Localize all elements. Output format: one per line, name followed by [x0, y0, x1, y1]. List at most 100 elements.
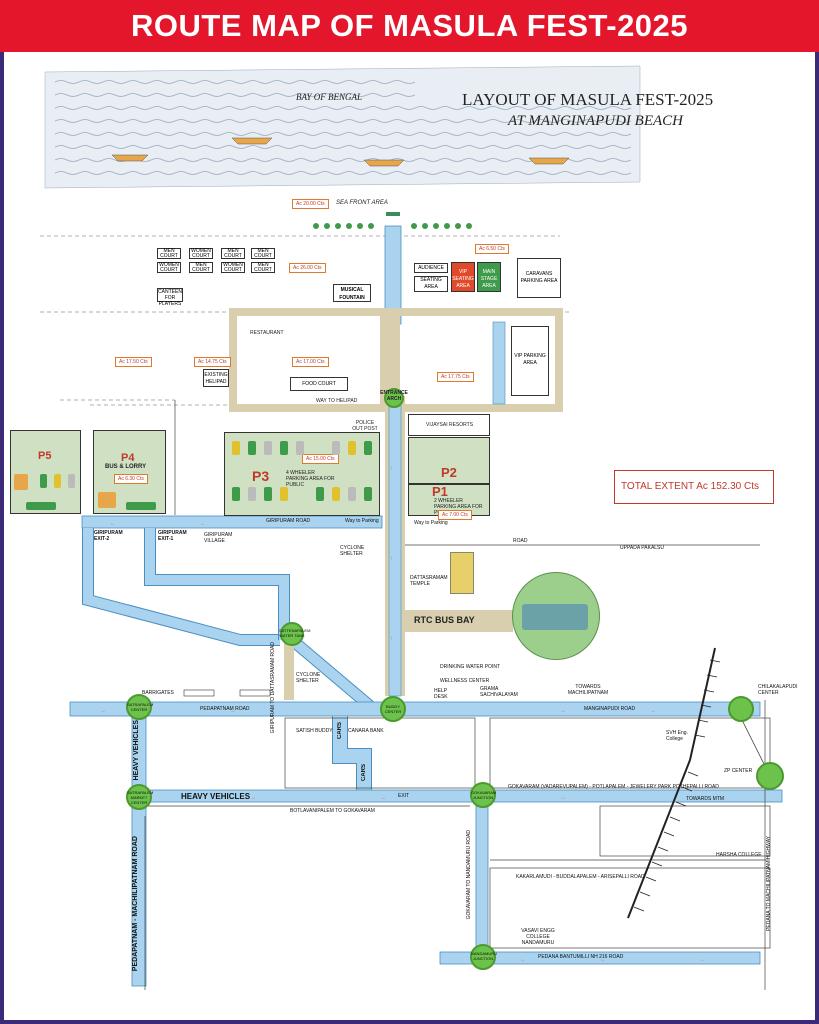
musical-fountain-box: MUSICAL FOUNTAIN [333, 284, 371, 302]
helipad-box: EXISTING HELIPAD [203, 369, 229, 387]
road-label: ROAD [513, 538, 528, 544]
chilakalapudi-label: CHILAKALAPUDI CENTER [758, 684, 798, 696]
junction-gokavaram[interactable] [470, 782, 496, 808]
kakarlamudi-label: KAKARLAMUDI - BUDDALAPALEM - ARISEPALLI … [516, 874, 645, 880]
exit-label: EXIT [398, 793, 410, 799]
rtc-bus-bay-label: RTC BUS BAY [414, 615, 475, 625]
layout-title: LAYOUT OF MASULA FEST-2025 [462, 90, 714, 109]
svg-text:→: → [250, 795, 256, 801]
junction-zp-center[interactable] [756, 762, 784, 790]
harsha-college-label: HARSHA COLLEGE [716, 852, 762, 858]
vijaysai-label: VIJAYSAI RESORTS [426, 422, 474, 428]
p3-desc: 4 WHEELER PARKING AREA FOR PUBLIC [286, 470, 335, 488]
car-icon [40, 474, 47, 488]
svh-college-label: SVH Eng. College [666, 730, 688, 742]
junction-satrapalem-market[interactable] [126, 784, 152, 810]
sea-label: BAY OF BENGAL [296, 92, 363, 102]
p5-label: P5 [38, 450, 52, 462]
area-badge: Ac 6.30 Cts [114, 474, 148, 484]
pedapatnam-road-label: PEDAPATNAM ROAD [200, 706, 250, 712]
area-badge: Ac 17.00 Cts [292, 357, 329, 367]
svg-text:↑: ↑ [390, 556, 393, 562]
svg-text:→: → [650, 708, 656, 714]
giripuram-dattasramam-label: GIRIPURAM TO DATTASRAMAM ROAD [270, 642, 276, 734]
area-badge: Ac 15.00 Cts [302, 454, 339, 464]
page-title: ROUTE MAP OF MASULA FEST-2025 [0, 0, 819, 52]
canara-bank-label: CANARA BANK [348, 728, 384, 734]
court: WOMEN COURT [189, 248, 213, 259]
p2-label: P2 [441, 465, 457, 480]
area-badge: Ac 7.00 Cts [438, 510, 472, 520]
bus-icon [126, 502, 156, 510]
lorry-icon [14, 474, 28, 490]
heavy-vehicles-label: HEAVY VEHICLES [133, 720, 140, 781]
junction-label: BUDDY CENTER [384, 704, 402, 714]
entrance-arch-marker [384, 388, 404, 408]
way-to-helipad-label: WAY TO HELIPAD [316, 398, 358, 404]
towards-machilipatnam-label: TOWARDS MACHILIPATNAM [567, 684, 609, 696]
junction-sattenapalem[interactable] [280, 622, 304, 646]
p4-label: P4 [121, 452, 135, 464]
cars-label: CARS [337, 722, 343, 740]
temple-icon [450, 552, 474, 594]
court: MEN COURT [189, 262, 213, 273]
court: MEN COURT [251, 248, 275, 259]
bus-depot-image [522, 604, 588, 630]
junction-nandamuru[interactable] [470, 944, 496, 970]
junction-chilakalapudi[interactable] [728, 696, 754, 722]
vip-seating-box: VIP SEATING AREA [451, 262, 475, 292]
vip-parking-box: VIP PARKING AREA [511, 326, 549, 396]
seating-box: SEATING AREA [414, 276, 448, 292]
junction-label: SATRAPALEM CENTER [127, 702, 154, 712]
railway-track [627, 647, 716, 919]
exit-1-label: GIRIPURAM EXIT-1 [158, 530, 187, 542]
towards-mtm-label: TOWARDS MTM [686, 796, 725, 802]
bus-icon [26, 502, 56, 510]
restaurant-label: RESTAURANT [250, 330, 284, 336]
drinking-water-label: DRINKING WATER POINT [440, 664, 500, 670]
junction-label: SATTENAPALEM WATER TANK [279, 628, 311, 638]
help-desk-label: HELP DESK [434, 688, 448, 700]
grama-label: GRAMA SACHIVALAYAM [480, 686, 518, 698]
junction-buddy[interactable] [380, 696, 406, 722]
vijaysai-area [408, 414, 490, 436]
lorry-icon [98, 492, 116, 508]
giripuram-village-label: GIRIPURAM VILLAGE [204, 532, 233, 544]
court: MEN COURT [157, 248, 181, 259]
gokavaram-nandamuru-label: GOKAVARAM TO NANDAMURU ROAD [466, 830, 472, 920]
sea-waves [54, 80, 632, 175]
caravan-box: CARAVANS PARKING AREA [517, 258, 561, 298]
junction-label: NANDAMURU JUNCTION [471, 951, 497, 961]
tree-icons [313, 223, 472, 229]
area-badge: Ac 14.75 Cts [194, 357, 231, 367]
area-badge: Ac 6.50 Cts [475, 244, 509, 254]
svg-text:→: → [300, 521, 306, 527]
car-icon [54, 474, 61, 488]
svg-text:→: → [560, 795, 566, 801]
cyclone-shelter-label: CYCLONE SHELTER [340, 545, 365, 557]
svg-text:←: ← [520, 957, 526, 963]
court: WOMEN COURT [221, 262, 245, 273]
cyclone-shelter-label: CYCLONE SHELTER [296, 672, 321, 684]
satish-buddy-label: SATISH BUDDY [296, 728, 333, 734]
barrigates-label: BARRIGATES [142, 690, 174, 696]
svg-text:↑: ↑ [390, 636, 393, 642]
police-outpost-label: POLICE OUT POST [352, 420, 378, 432]
svg-text:←: ← [200, 521, 206, 527]
p4-area [93, 430, 166, 514]
junction-satrapalem[interactable] [126, 694, 152, 720]
layout-subtitle: AT MANGINAPUDI BEACH [508, 113, 683, 129]
total-extent-box [614, 470, 774, 504]
junction-label: SATRAPALEM MARKET CENTER [127, 790, 154, 805]
way-to-parking-label: Way to Parking [345, 518, 379, 524]
svg-text:→: → [230, 708, 236, 714]
p4-desc: BUS & LORRY [105, 464, 147, 470]
total-extent-label: TOTAL EXTENT Ac 152.30 Cts [621, 481, 760, 492]
court: MEN COURT [251, 262, 275, 273]
botlavanipalem-label: BOTLAVANIPALEM TO GOKAVARAM [290, 808, 375, 814]
area-badge: Ac 17.50 Cts [115, 357, 152, 367]
area-badge: Ac 17.75 Cts [437, 372, 474, 382]
entrance-arch-label: ENTRANCE ARCH [380, 390, 408, 402]
canteen-box: CANTEEN FOR PLAYERS [157, 288, 183, 307]
